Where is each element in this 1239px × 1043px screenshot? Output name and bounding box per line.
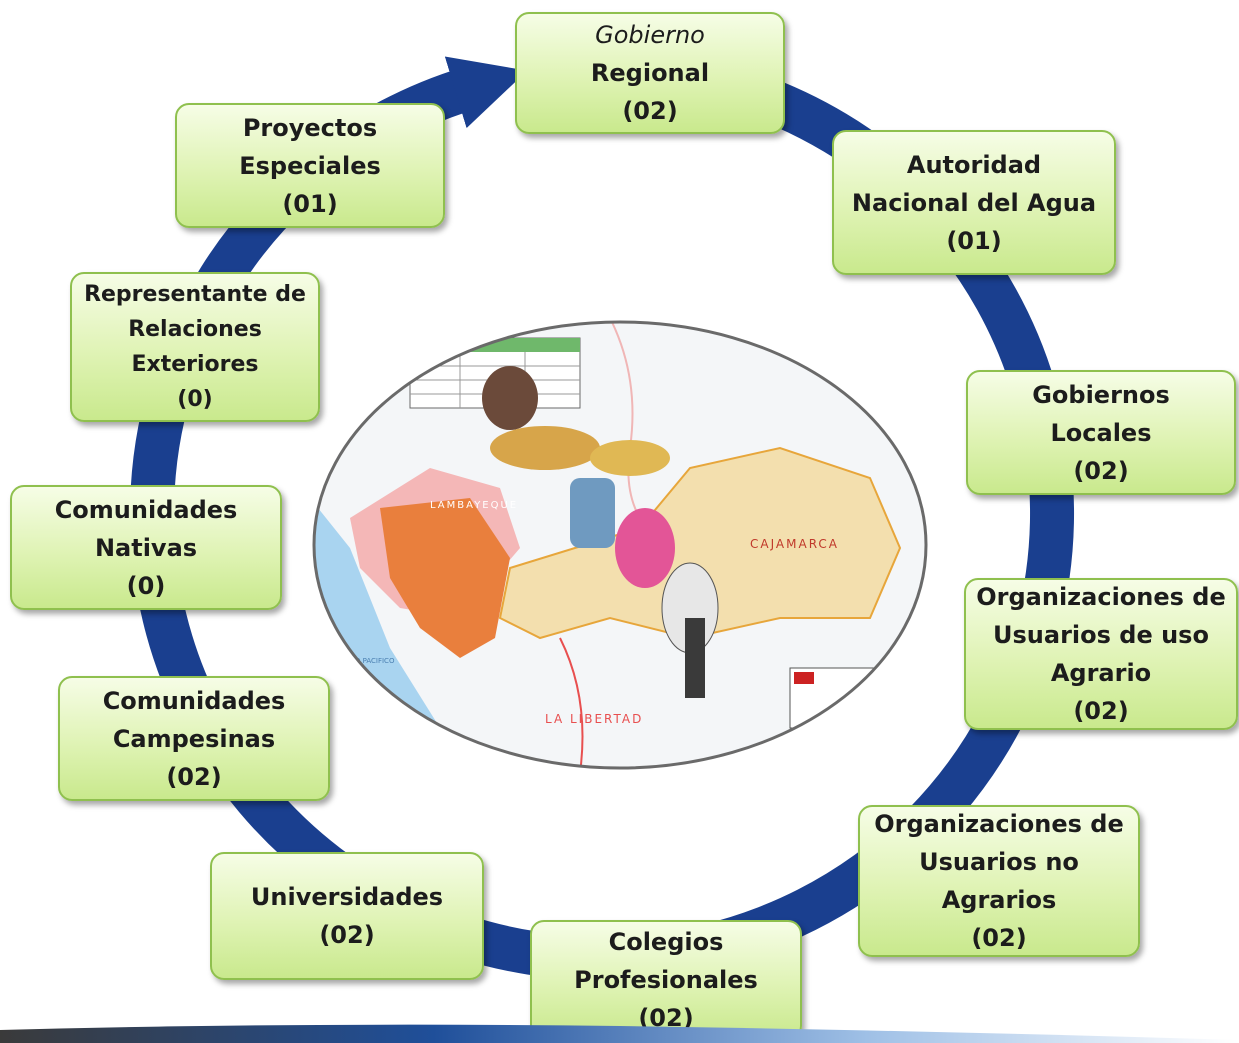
node-universidades: Universidades (02) (210, 852, 484, 980)
node-line: Agrario (1050, 659, 1152, 687)
node-line: Locales (1050, 418, 1152, 447)
node-line: (02) (1073, 456, 1129, 485)
node-org-usuarios-agrario: Organizaciones de Usuarios de uso Agrari… (964, 578, 1238, 730)
node-line: (01) (946, 226, 1002, 255)
node-line: (02) (1073, 697, 1129, 725)
node-proyectos-especiales: Proyectos Especiales (01) (175, 103, 445, 228)
node-line: (01) (282, 189, 338, 218)
node-line: (02) (971, 924, 1027, 952)
valley-region (380, 498, 510, 658)
node-line: Especiales (239, 151, 381, 180)
map-label-ocean: OCEANO PACIFICO (330, 657, 395, 665)
node-line: Relaciones (128, 317, 262, 342)
node-line: Proyectos (242, 113, 378, 142)
node-line: Gobierno (595, 21, 705, 49)
node-colegios-profesionales: Colegios Profesionales (02) (530, 920, 802, 1040)
cartoon-people (482, 366, 719, 698)
node-line: Representante de (84, 282, 306, 307)
node-line: Regional (590, 59, 710, 87)
map-oval-border (312, 320, 928, 770)
map-illustration: CAJAMARCA LA LIBERTAD OCEANO PACIFICO LA… (310, 318, 930, 777)
node-line: Gobiernos (1032, 380, 1170, 409)
node-comunidades-nativas: Comunidades Nativas (0) (10, 485, 282, 610)
node-line: Exteriores (131, 352, 259, 377)
cajamarca-region (498, 446, 902, 640)
node-line: Universidades (250, 883, 444, 911)
map-label-cajamarca: CAJAMARCA (750, 537, 839, 551)
node-line: Colegios (608, 928, 724, 956)
map-label-la-libertad: LA LIBERTAD (545, 712, 643, 726)
node-gobierno-regional: Gobierno Regional (02) (515, 12, 785, 134)
node-line: Organizaciones de (874, 810, 1124, 838)
node-line: (02) (622, 97, 678, 125)
node-line: (02) (166, 762, 222, 791)
node-line: (02) (319, 921, 375, 949)
node-line: Comunidades (54, 495, 238, 524)
node-line: Campesinas (112, 724, 276, 753)
node-gobiernos-locales: Gobiernos Locales (02) (966, 370, 1236, 495)
node-autoridad-nacional-agua: Autoridad Nacional del Agua (01) (832, 130, 1116, 275)
node-comunidades-campesinas: Comunidades Campesinas (02) (58, 676, 330, 801)
node-line: Profesionales (574, 966, 758, 994)
node-line: (0) (126, 571, 166, 600)
node-line: Nacional del Agua (851, 188, 1097, 217)
node-line: Autoridad (906, 150, 1042, 179)
node-org-usuarios-no-agrarios: Organizaciones de Usuarios no Agrarios (… (858, 805, 1140, 957)
node-line: Organizaciones de (976, 583, 1226, 611)
footer-bar (0, 1024, 1239, 1043)
node-line: Usuarios de uso (993, 621, 1209, 649)
node-line: (0) (177, 387, 213, 412)
node-line: Usuarios no (919, 848, 1079, 876)
node-line: Agrarios (941, 886, 1057, 914)
map-label-lambayeque: LAMBAYEQUE (430, 500, 518, 511)
node-line: Nativas (94, 533, 198, 562)
node-rep-relaciones-exteriores: Representante de Relaciones Exteriores (… (70, 272, 320, 422)
node-line: Comunidades (102, 686, 286, 715)
